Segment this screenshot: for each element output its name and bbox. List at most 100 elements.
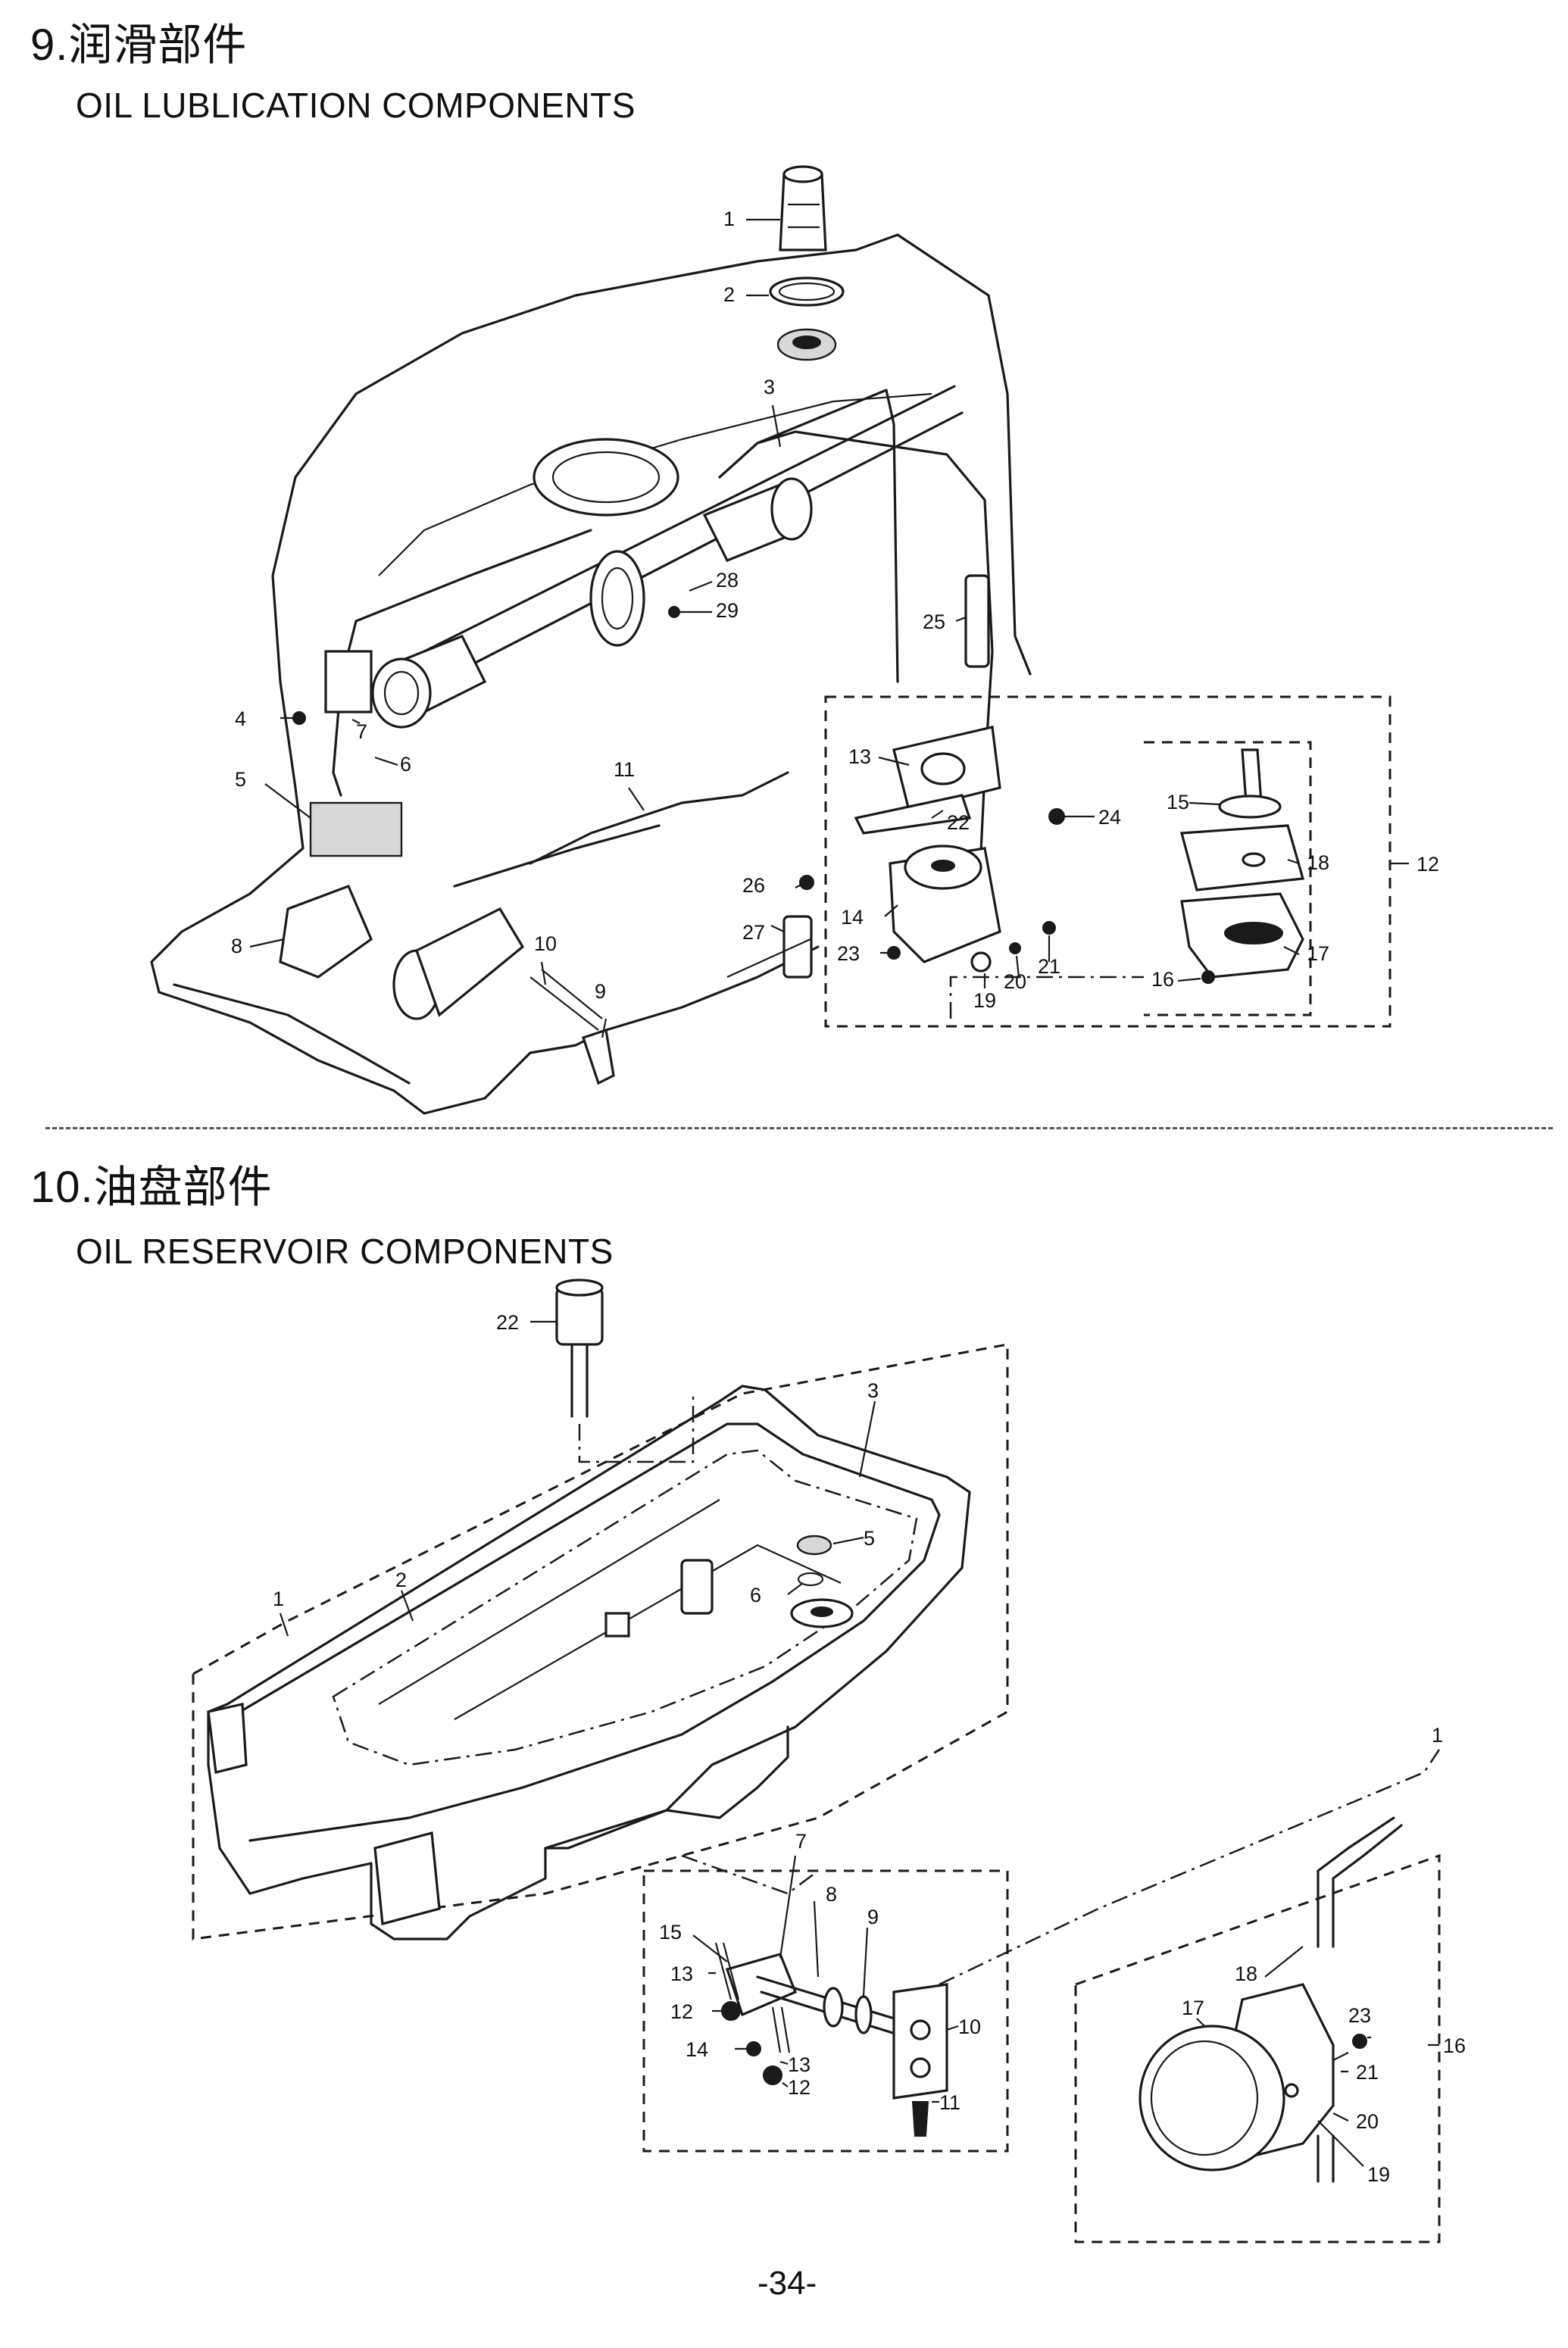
valve-body xyxy=(680,1559,714,1615)
oil-pan-outer xyxy=(207,1385,971,1941)
callout-9-23: 23 xyxy=(837,942,860,965)
callout-10-15: 15 xyxy=(659,1921,682,1944)
shaft-holder-7 xyxy=(725,1953,798,2017)
callout-10-20: 20 xyxy=(1356,2110,1379,2133)
callout-10-14: 14 xyxy=(686,2038,708,2061)
machine-bed-edge xyxy=(173,983,411,1085)
screw-29 xyxy=(668,606,680,618)
spring-13b xyxy=(771,2006,791,2053)
washer-21 xyxy=(1332,2052,1349,2061)
section-divider xyxy=(45,1127,1553,1129)
oil-tube-11 xyxy=(529,771,789,865)
oil-filter-25 xyxy=(964,574,990,668)
callout-9-18: 18 xyxy=(1307,851,1329,874)
group-box-pump xyxy=(642,1869,1009,2153)
callout-9-14: 14 xyxy=(841,906,864,929)
pump-lever-22 xyxy=(854,794,972,835)
callout-10-12b: 12 xyxy=(788,2076,811,2099)
corner-post-front xyxy=(373,1831,441,1926)
screw-26 xyxy=(799,875,814,890)
section-9-title-en: OIL LUBLICATION COMPONENTS xyxy=(76,86,636,125)
corner-post-left xyxy=(207,1703,248,1774)
group-box-12 xyxy=(824,695,1392,1028)
oil-cap-1 xyxy=(779,173,827,251)
callout-9-13: 13 xyxy=(848,745,871,768)
callout-9-16: 16 xyxy=(1151,968,1174,991)
callout-9-29: 29 xyxy=(716,599,739,622)
callout-10-17: 17 xyxy=(1182,1997,1204,2019)
callout-9-22: 22 xyxy=(947,811,970,834)
callout-9-20: 20 xyxy=(1004,970,1026,993)
section-10-title-en: OIL RESERVOIR COMPONENTS xyxy=(76,1232,614,1271)
callout-10-19: 19 xyxy=(1367,2163,1390,2186)
callout-9-25: 25 xyxy=(923,610,945,633)
callout-9-10: 10 xyxy=(534,932,557,955)
callout-9-2: 2 xyxy=(723,283,735,306)
oil-pad-5 xyxy=(309,801,403,857)
nut-12a xyxy=(721,2001,741,2021)
callout-9-19: 19 xyxy=(973,989,996,1012)
callout-9-4: 4 xyxy=(235,707,246,730)
callout-9-21: 21 xyxy=(1038,955,1060,978)
lever-8 xyxy=(279,884,373,979)
gear-28 xyxy=(589,550,645,647)
callout-10-21: 21 xyxy=(1356,2061,1379,2084)
callout-10-13a: 13 xyxy=(670,1962,693,1985)
callout-9-1: 1 xyxy=(723,208,735,230)
machine-arm-outline xyxy=(150,233,1032,1115)
callout-9-26: 26 xyxy=(742,874,765,897)
callout-9-27: 27 xyxy=(742,921,765,944)
group-box-1 xyxy=(192,1343,1009,1941)
callout-10-1b: 1 xyxy=(1432,1724,1443,1747)
callout-9-11: 11 xyxy=(614,758,635,781)
callout-10-5: 5 xyxy=(864,1527,875,1550)
callout-9-28: 28 xyxy=(716,569,739,592)
collar-9 xyxy=(854,1995,873,2034)
screw-16 xyxy=(1201,970,1215,984)
section-10-title-cn: 10.油盘部件 xyxy=(30,1163,273,1212)
callout-10-11: 11 xyxy=(939,2091,960,2114)
callout-10-3: 3 xyxy=(867,1379,879,1402)
page-number: -34- xyxy=(757,2265,817,2302)
leader-lines-9 xyxy=(249,218,1409,1038)
callout-10-9: 9 xyxy=(867,1906,879,1928)
diagram-oil-reservoir: 22 3 1 2 5 6 7 8 9 10 11 12 12 13 13 14 … xyxy=(192,1279,1466,2243)
callout-9-6: 6 xyxy=(400,753,411,776)
diagram-oil-lubrication: 1 2 3 4 5 6 7 8 9 10 11 12 13 14 15 16 1… xyxy=(150,165,1439,1115)
part-19 xyxy=(970,951,992,973)
callout-9-12: 12 xyxy=(1417,853,1439,876)
screw-21 xyxy=(1042,921,1056,935)
leader-lines-10 xyxy=(279,1320,1439,2167)
suction-pipe-18 xyxy=(1317,1816,1403,1948)
callout-10-7: 7 xyxy=(795,1830,807,1853)
section-9-title-cn: 9.润滑部件 xyxy=(30,20,248,70)
callout-9-24: 24 xyxy=(1098,806,1121,829)
callout-10-22: 23 xyxy=(1348,2004,1371,2027)
gasket-2-3 xyxy=(332,1449,918,1766)
screw-20 xyxy=(1009,942,1021,954)
screw-14 xyxy=(746,2041,761,2056)
screw-24 xyxy=(1048,808,1065,825)
oil-pan-rim xyxy=(226,1422,941,1842)
part-19 xyxy=(1284,2083,1299,2098)
bracket-10 xyxy=(892,1983,948,2100)
part-5 xyxy=(796,1535,832,1556)
screw-9 xyxy=(581,1028,615,1085)
callout-10-16: 16 xyxy=(1443,2034,1466,2057)
part-6 xyxy=(797,1572,824,1587)
callout-10-8: 8 xyxy=(826,1883,837,1906)
main-shaft xyxy=(392,385,964,698)
filter-screen-17 xyxy=(1139,2025,1285,2172)
callout-9-5: 5 xyxy=(235,768,246,791)
o-ring-2 xyxy=(769,276,845,307)
spring-13a xyxy=(714,1942,740,2000)
part-27 xyxy=(782,915,813,979)
callout-9-9: 9 xyxy=(595,980,606,1003)
screw-22 xyxy=(1352,2034,1367,2049)
callout-9-7: 7 xyxy=(356,720,367,743)
callout-10-12a: 12 xyxy=(670,2000,693,2023)
callout-9-15: 15 xyxy=(1167,791,1189,813)
nut-12b xyxy=(763,2065,782,2085)
callout-10-23: 22 xyxy=(496,1311,519,1334)
